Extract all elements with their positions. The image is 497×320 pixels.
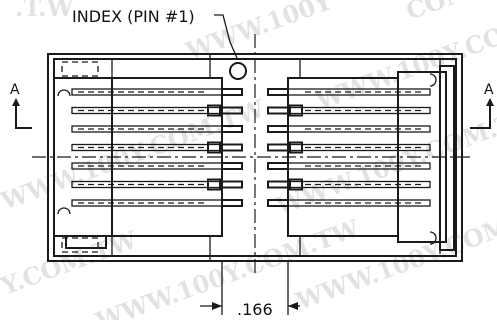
section-a-left-arrow (15, 100, 32, 129)
section-a-left-label: A (10, 82, 20, 98)
left-top-hole (57, 89, 71, 97)
right-bottom-hole (429, 231, 437, 245)
left-pin-tip (221, 106, 243, 115)
index-pin1-label: INDEX (PIN #1) (72, 7, 195, 26)
right-pin-tip (267, 88, 289, 96)
right-pin-group (267, 88, 431, 207)
watermark-text-5: WWW.100Y.COM.TW (0, 93, 269, 216)
left-bottom-tab (65, 235, 107, 249)
right-pin-tip (267, 180, 289, 189)
right-end-rail (439, 65, 455, 251)
right-pin-tip (267, 143, 289, 152)
right-pin-tab (289, 141, 303, 154)
index-leader-line (214, 14, 238, 59)
right-pin-tip (267, 162, 289, 170)
left-pin-tip (221, 180, 243, 189)
left-pin-tab (207, 141, 221, 154)
left-pin-tip (221, 143, 243, 152)
package-outline (47, 53, 463, 262)
left-pin-tab (207, 104, 221, 117)
left-pin-tab (207, 178, 221, 191)
right-pin-tab (289, 104, 303, 117)
left-pin-tip (221, 125, 243, 133)
left-pin-tip (221, 199, 243, 207)
watermark-text-4: WWW.100Y.COM.TW (311, 0, 497, 116)
watermark-text-1: .T.W (15, 0, 74, 22)
dimension-value-label: .166 (237, 300, 273, 319)
right-pin-tip (267, 106, 289, 115)
left-pin-tip (221, 162, 243, 170)
left-bottom-hole (57, 207, 71, 215)
right-end-cap (397, 71, 447, 243)
dimension-arrow-right (288, 302, 298, 310)
left-top-tab-hidden (61, 61, 99, 77)
section-a-right-arrowhead (486, 98, 494, 106)
left-pin-tip (221, 88, 243, 96)
left-pin-group (71, 88, 243, 207)
right-pin-tip (267, 125, 289, 133)
right-pin-tab (289, 178, 303, 191)
section-a-right-arrow (470, 100, 491, 129)
dimension-arrow-left (212, 302, 222, 310)
left-bottom-tab-hidden (61, 237, 99, 253)
watermark-text-3: COM.TW (402, 0, 497, 26)
right-pin-tip (267, 199, 289, 207)
left-contact-body (111, 77, 223, 237)
section-a-left-arrowhead (12, 98, 20, 106)
right-top-hole (429, 73, 437, 87)
watermark-text-2: WWW.100Y (181, 0, 336, 66)
pin1-index-circle (229, 62, 247, 80)
section-a-right-label: A (484, 82, 494, 98)
